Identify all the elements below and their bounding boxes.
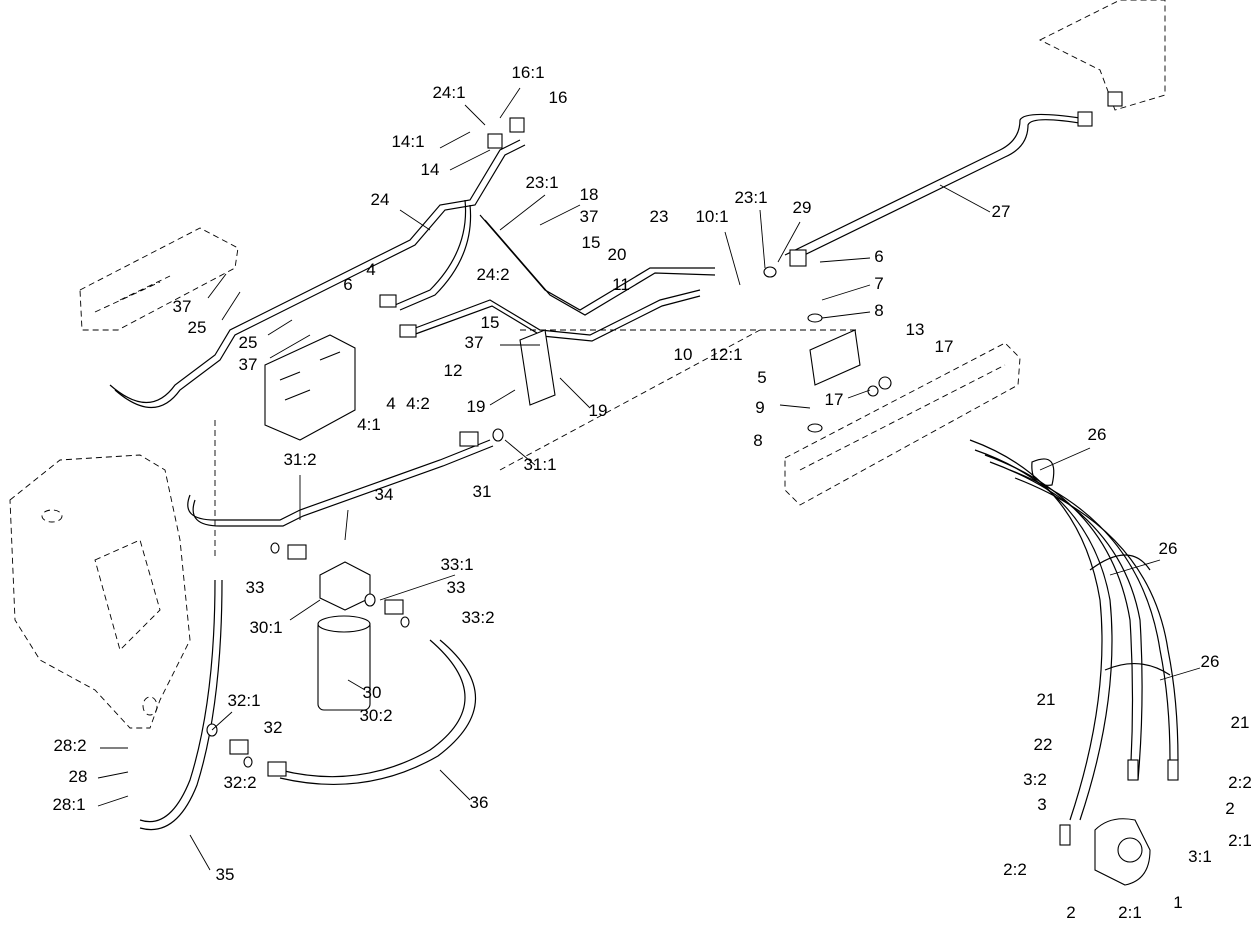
- part-callout-label: 37: [239, 355, 258, 374]
- part-callout-label: 20: [608, 245, 627, 264]
- part-callout-label: 37: [580, 207, 599, 226]
- part-callout-label: 2: [1225, 799, 1234, 818]
- part-callout-label: 13: [906, 320, 925, 339]
- part-callout-label: 8: [874, 301, 883, 320]
- part-callout-label: 10: [674, 345, 693, 364]
- part-callout-label: 18: [580, 185, 599, 204]
- part-callout-label: 33: [447, 578, 466, 597]
- part-callout-label: 15: [481, 313, 500, 332]
- part-callout-label: 1: [1173, 893, 1182, 912]
- part-callout-label: 14: [421, 160, 440, 179]
- part-callout-label: 9: [755, 398, 764, 417]
- part-callout-label: 37: [465, 333, 484, 352]
- part-callout-label: 28:1: [52, 795, 85, 814]
- part-callout-label: 6: [874, 247, 883, 266]
- components: [206, 91, 1179, 886]
- part-callout-label: 12:1: [709, 345, 742, 364]
- part-callout-label: 4:1: [357, 415, 381, 434]
- part-callout-label: 35: [216, 865, 235, 884]
- part-callout-label: 29: [793, 198, 812, 217]
- part-callout-label: 31:1: [523, 455, 556, 474]
- part-callout-label: 3:1: [1188, 847, 1212, 866]
- part-callout-label: 14:1: [391, 132, 424, 151]
- part-callout-label: 2:2: [1003, 860, 1027, 879]
- part-callout-label: 28:2: [53, 736, 86, 755]
- part-callout-label: 31:2: [283, 450, 316, 469]
- part-callout-label: 16:1: [511, 63, 544, 82]
- part-callout-label: 2:2: [1228, 773, 1252, 792]
- part-callout-label: 30: [363, 683, 382, 702]
- part-callout-label: 30:2: [359, 706, 392, 725]
- part-callout-label: 6: [343, 275, 352, 294]
- part-callout-label: 2:1: [1118, 903, 1142, 922]
- part-callout-label: 37: [173, 297, 192, 316]
- part-callout-label: 10:1: [695, 207, 728, 226]
- part-callout-label: 23: [650, 207, 669, 226]
- part-callout-label: 34: [375, 485, 394, 504]
- part-callout-label: 32: [264, 718, 283, 737]
- part-callout-label: 23:1: [525, 173, 558, 192]
- part-callout-label: 5: [757, 368, 766, 387]
- part-callout-label: 21: [1037, 690, 1056, 709]
- part-callout-label: 4: [386, 394, 395, 413]
- part-callout-label: 33:2: [461, 608, 494, 627]
- part-callout-label: 11: [612, 275, 630, 294]
- part-callout-label: 26: [1159, 539, 1178, 558]
- part-callout-label: 36: [470, 793, 489, 812]
- part-callout-label: 16: [549, 88, 568, 107]
- part-callout-label: 21: [1231, 713, 1250, 732]
- part-callout-label: 19: [467, 397, 486, 416]
- part-callout-label: 32:1: [227, 691, 260, 710]
- part-callout-label: 17: [935, 337, 954, 356]
- hoses-and-tubes: [109, 113, 1179, 831]
- part-callout-label: 3:2: [1023, 770, 1047, 789]
- part-callout-label: 26: [1201, 652, 1220, 671]
- part-callout-label: 23:1: [734, 188, 767, 207]
- part-callout-label: 7: [874, 274, 883, 293]
- part-callout-label: 19: [589, 401, 608, 420]
- part-callout-label: 24: [371, 190, 390, 209]
- part-callout-label: 2:1: [1228, 831, 1252, 850]
- part-callout-label: 28: [69, 767, 88, 786]
- part-callout-label: 30:1: [249, 618, 282, 637]
- part-callout-label: 25: [239, 333, 258, 352]
- part-callout-label: 33: [246, 578, 265, 597]
- part-callout-label: 27: [992, 202, 1011, 221]
- frame-outlines: [9, 0, 1166, 729]
- leader-lines: [97, 87, 1201, 871]
- part-callout-label: 22: [1034, 735, 1053, 754]
- part-callout-label: 33:1: [440, 555, 473, 574]
- part-callout-label: 15: [582, 233, 601, 252]
- part-callout-label: 17: [825, 390, 844, 409]
- part-callout-label: 2: [1066, 903, 1075, 922]
- part-callout-label: 12: [444, 361, 463, 380]
- part-callout-label: 4: [366, 260, 375, 279]
- part-callout-label: 3: [1037, 795, 1046, 814]
- part-callout-label: 24:2: [476, 265, 509, 284]
- part-callout-label: 24:1: [432, 83, 465, 102]
- part-callout-label: 31: [473, 482, 492, 501]
- part-callout-label: 32:2: [223, 773, 256, 792]
- part-callout-label: 26: [1088, 425, 1107, 444]
- part-callout-label: 4:2: [406, 394, 430, 413]
- part-callout-label: 25: [188, 318, 207, 337]
- part-callout-label: 8: [753, 431, 762, 450]
